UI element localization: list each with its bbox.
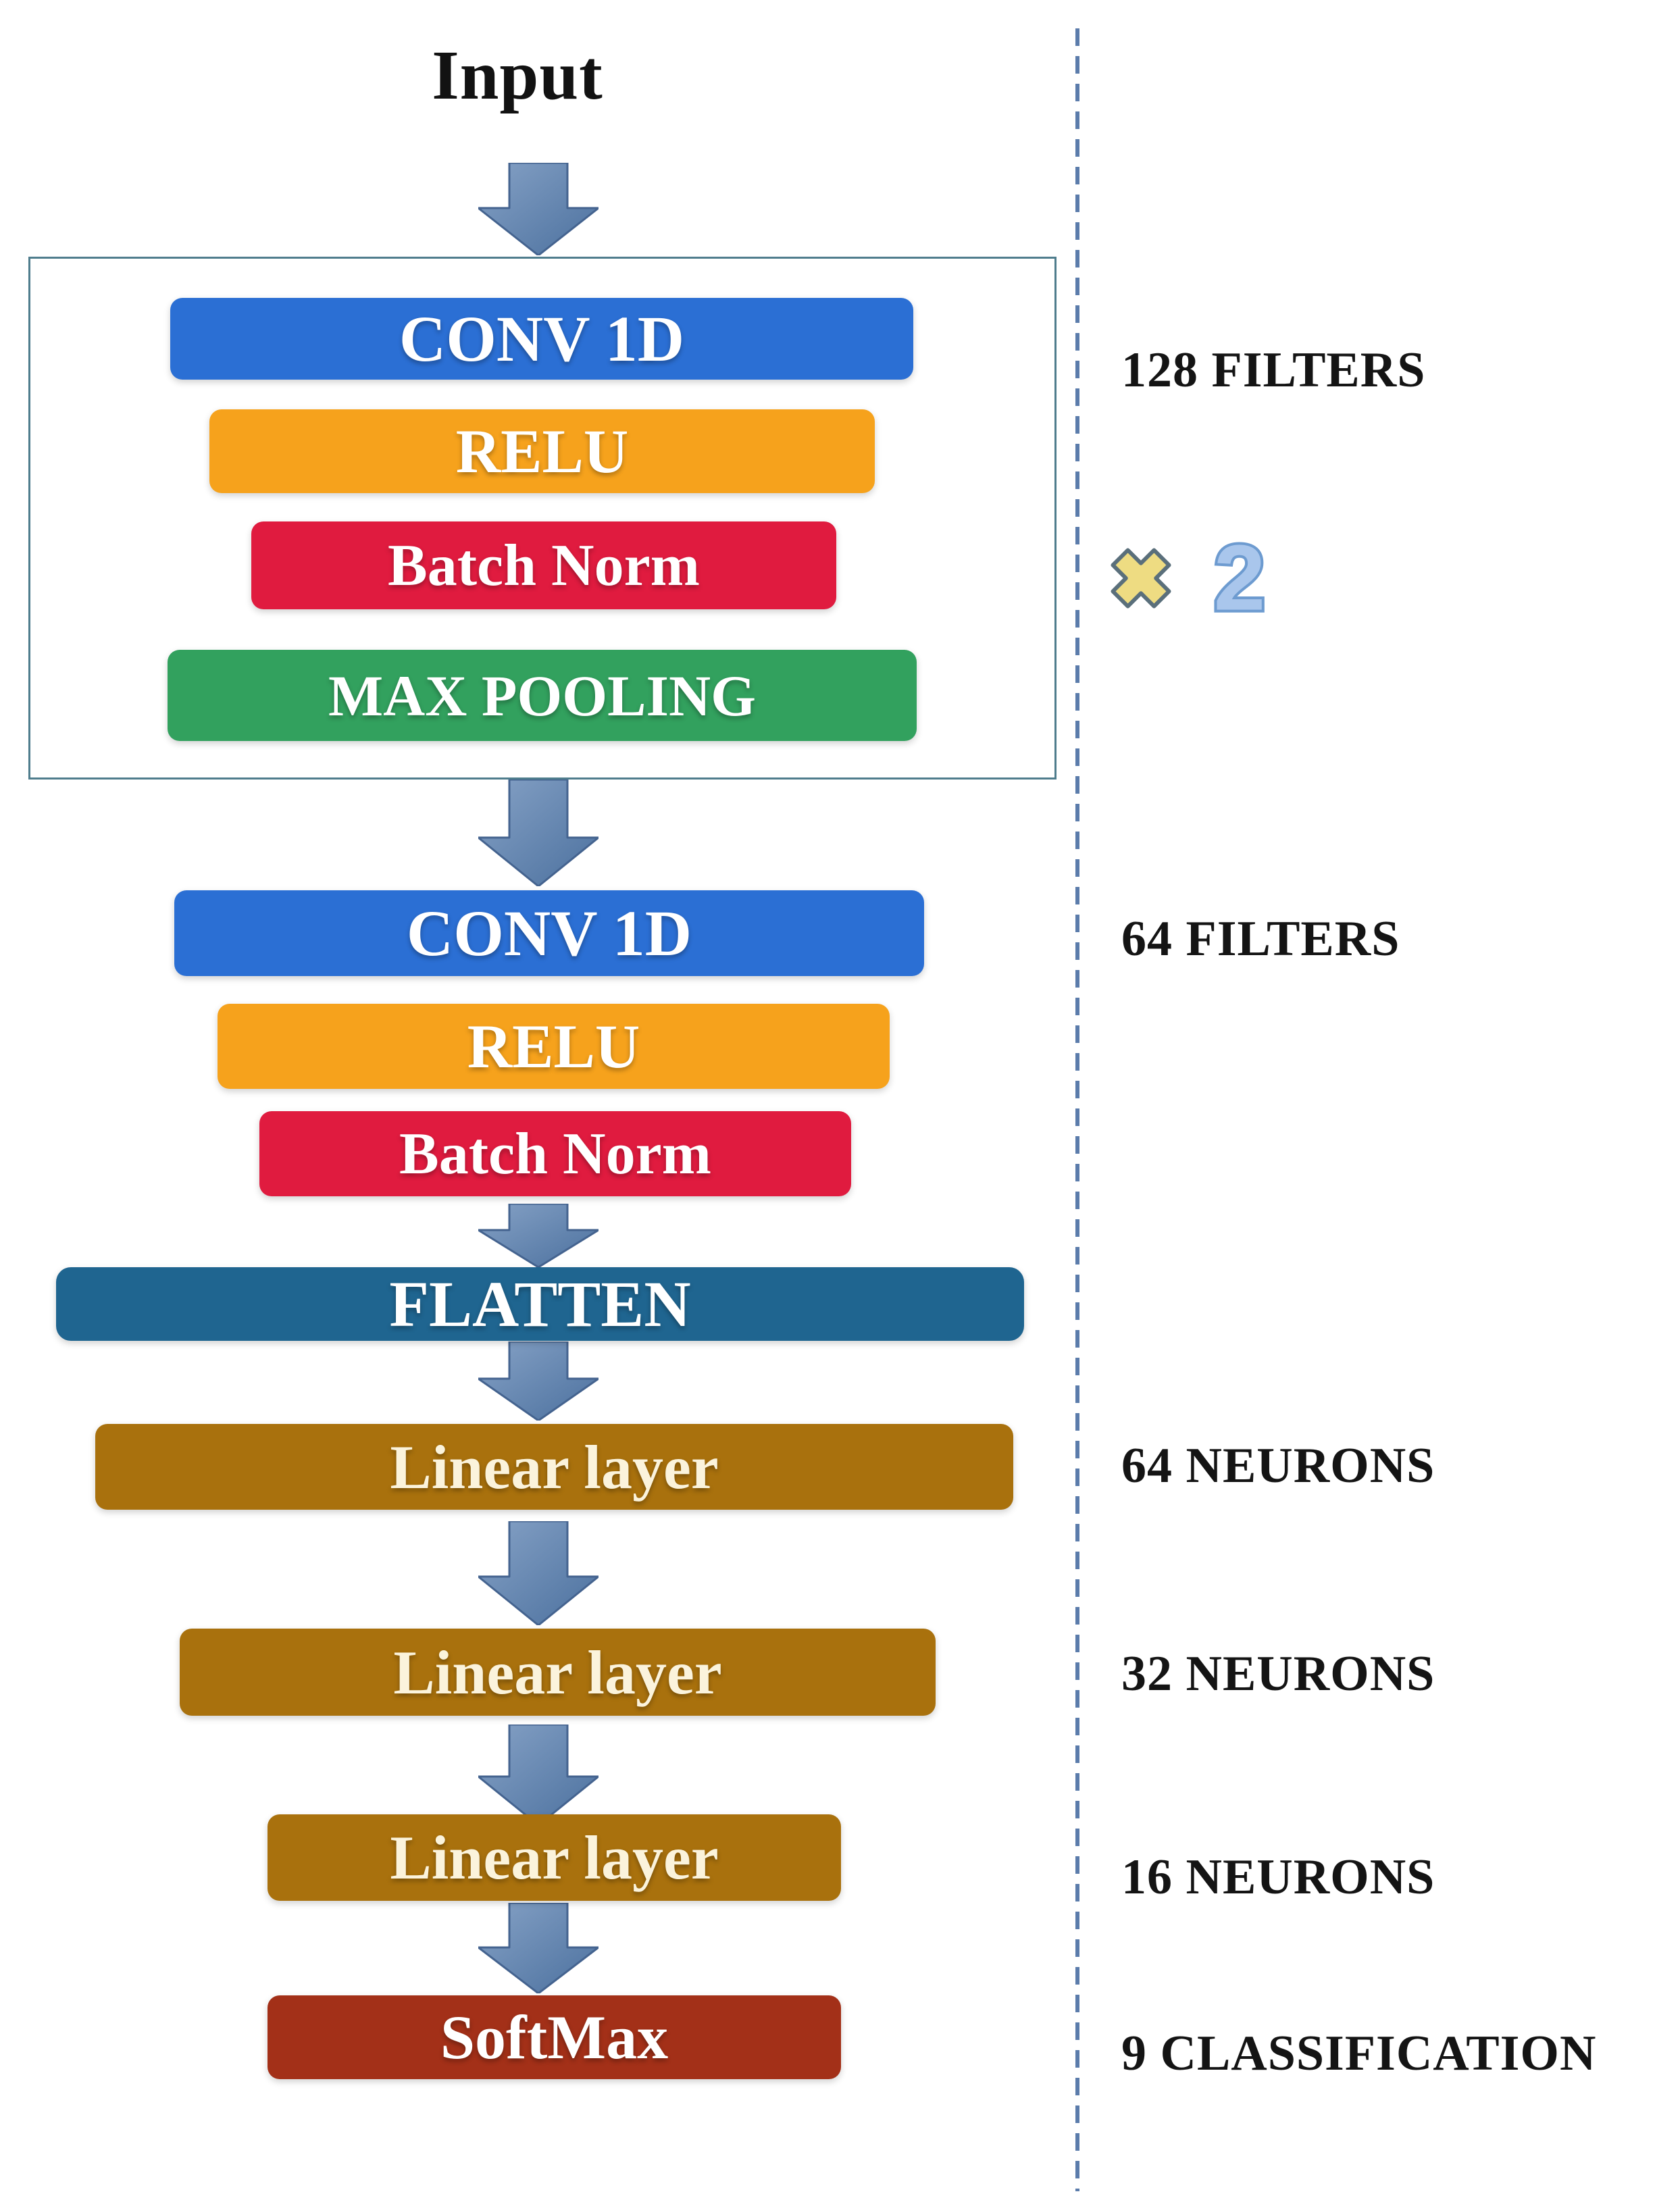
- layer-conv1d-2: CONV 1D: [174, 890, 924, 976]
- down-arrow-icon: [478, 1342, 599, 1421]
- layer-linear-2: Linear layer: [180, 1629, 936, 1716]
- layer-batchnorm-1: Batch Norm: [251, 521, 836, 609]
- input-title: Input: [432, 36, 603, 114]
- down-arrow-icon: [478, 1725, 599, 1825]
- layer-softmax: SoftMax: [268, 1995, 841, 2079]
- layer-linear-1: Linear layer: [95, 1424, 1013, 1510]
- annotation-32-neurons: 32 NEURONS: [1121, 1646, 1435, 1702]
- multiply-cross-icon: [1111, 548, 1171, 609]
- annotation-64-filters: 64 FILTERS: [1121, 911, 1400, 967]
- layer-batchnorm-2: Batch Norm: [259, 1111, 851, 1196]
- repeat-block-outline: [28, 257, 1057, 780]
- down-arrow-icon: [478, 1204, 599, 1267]
- repeat-count: 2: [1211, 531, 1269, 625]
- layer-conv1d-1: CONV 1D: [170, 298, 913, 380]
- repeat-times-2: 2: [1108, 531, 1277, 625]
- down-arrow-icon: [478, 1521, 599, 1625]
- annotation-128-filters: 128 FILTERS: [1121, 342, 1426, 398]
- layer-flatten: FLATTEN: [56, 1267, 1024, 1341]
- dashed-divider-line: [1075, 28, 1079, 2191]
- layer-maxpooling: MAX POOLING: [168, 650, 917, 741]
- down-arrow-icon: [478, 1903, 599, 1993]
- annotation-9-classification: 9 CLASSIFICATION: [1121, 2026, 1597, 2081]
- layer-relu-1: RELU: [209, 409, 875, 493]
- layer-relu-2: RELU: [218, 1004, 890, 1089]
- down-arrow-icon: [478, 780, 599, 886]
- layer-linear-3: Linear layer: [268, 1814, 841, 1901]
- down-arrow-icon: [478, 163, 599, 255]
- annotation-64-neurons: 64 NEURONS: [1121, 1438, 1435, 1493]
- svg-text:2: 2: [1214, 531, 1266, 625]
- annotation-16-neurons: 16 NEURONS: [1121, 1849, 1435, 1905]
